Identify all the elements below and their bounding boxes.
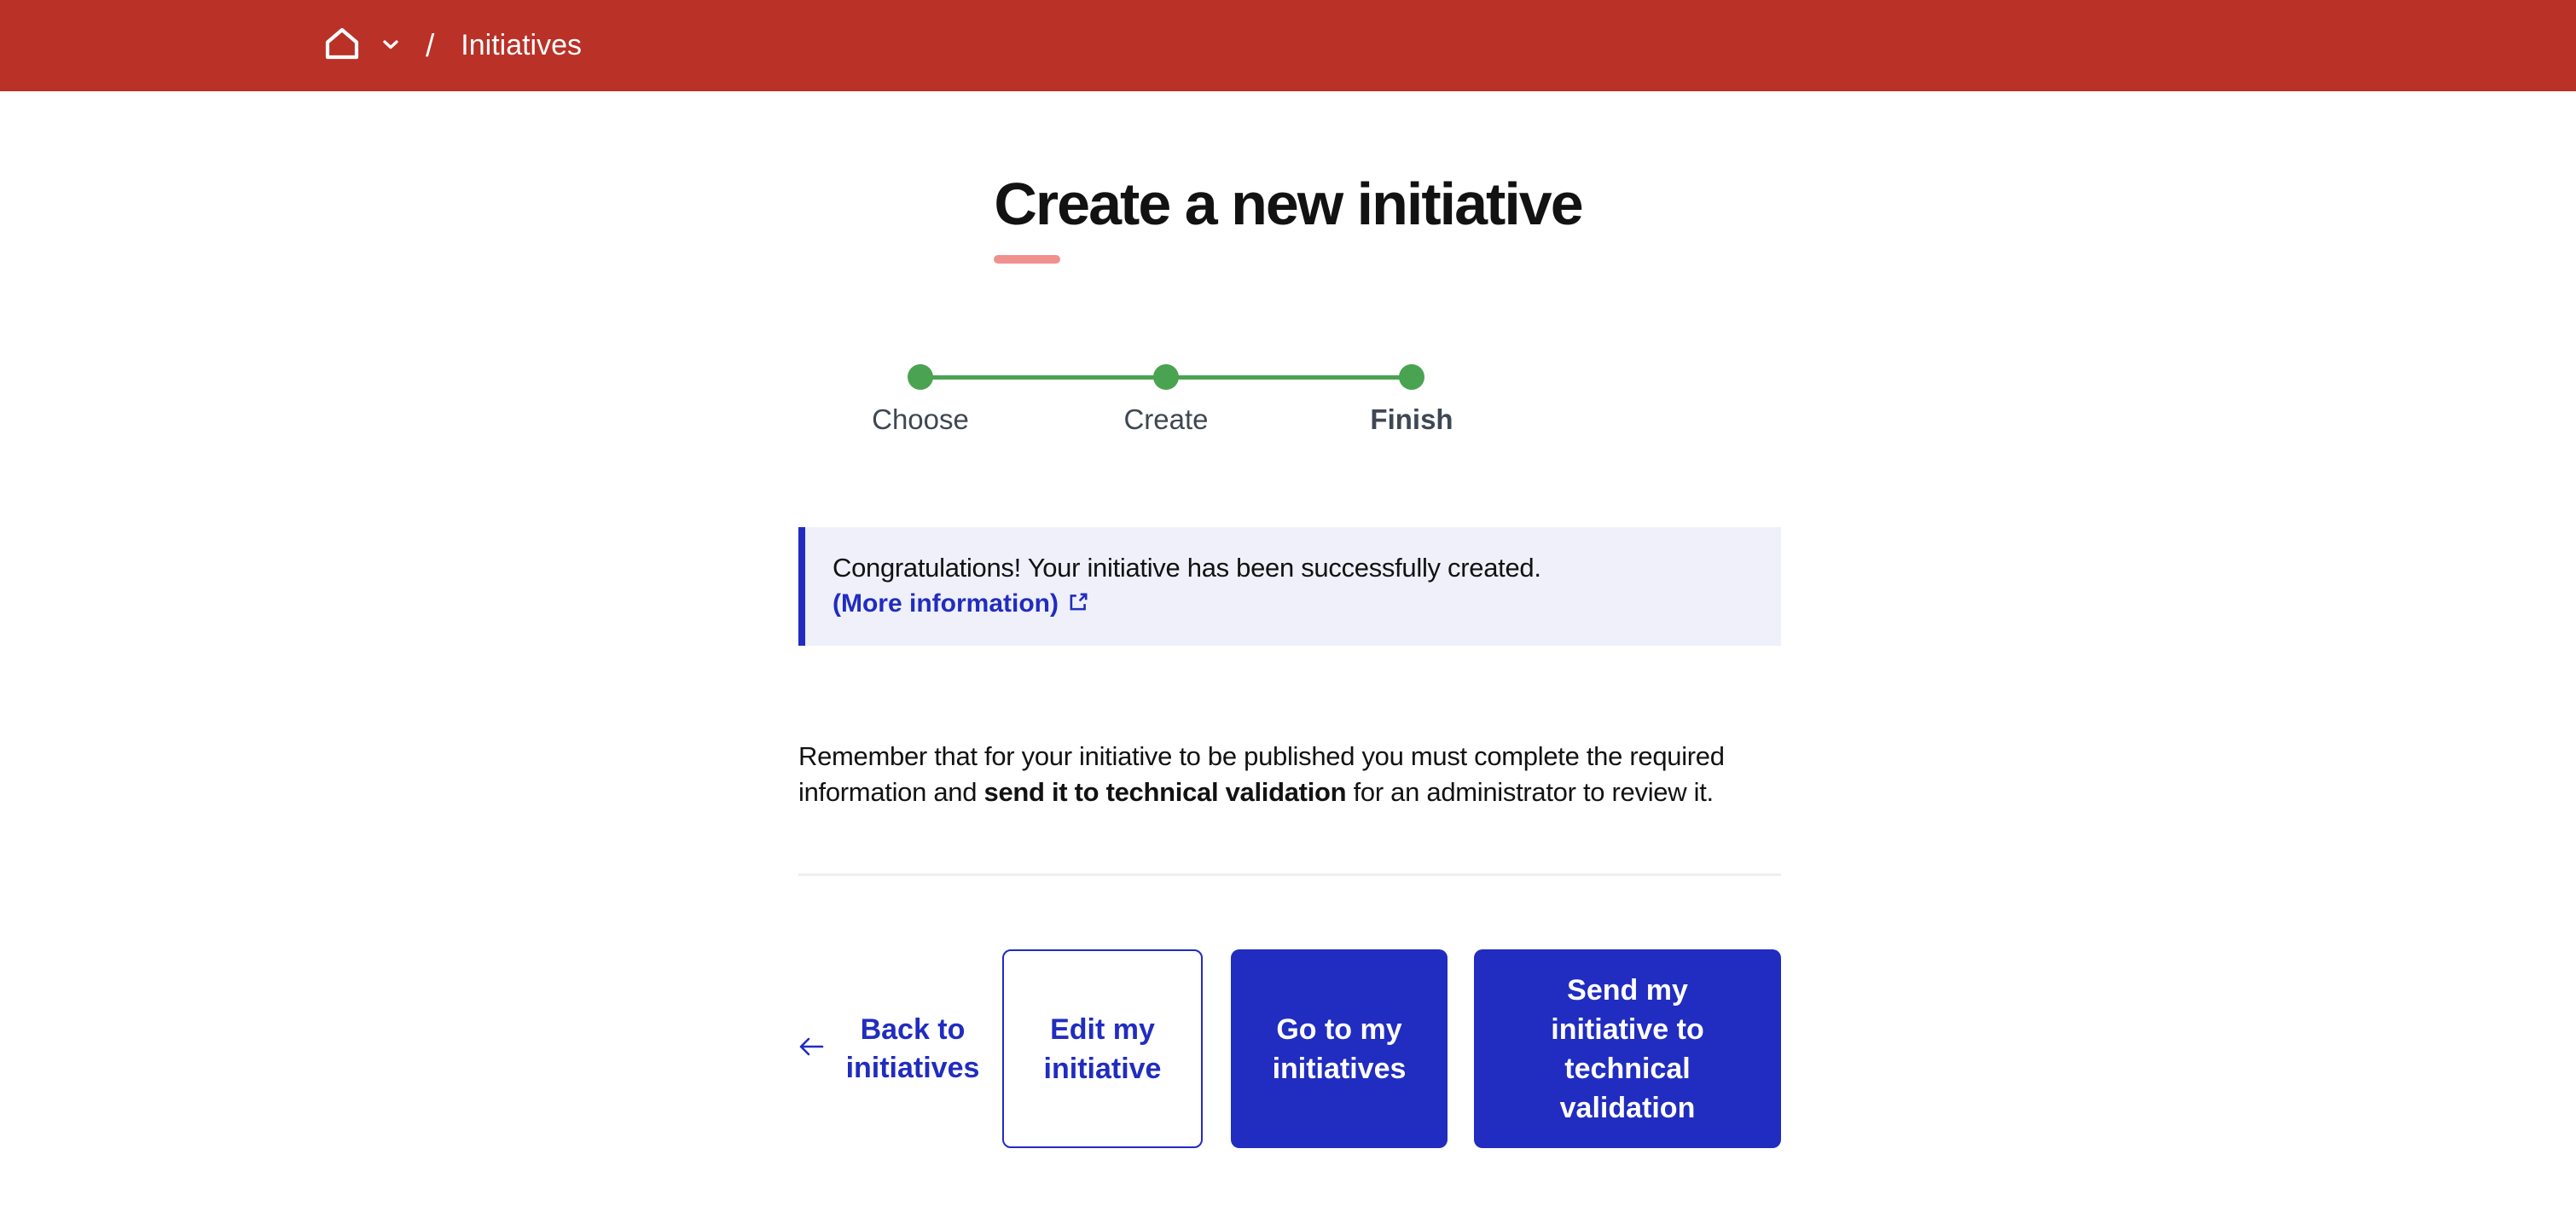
arrow-left-icon	[798, 1036, 824, 1061]
step-dot-finish	[1399, 364, 1424, 390]
title-accent-bar	[994, 254, 1061, 264]
step-label-create: Create	[1123, 403, 1209, 435]
note-line1: Remember that for your initiative to be …	[798, 741, 1725, 771]
note-bold-send-to-validation: send it to technical validation	[983, 777, 1347, 807]
success-alert: Congratulations! Your initiative has bee…	[798, 527, 1781, 646]
send-to-technical-validation-button[interactable]: Send my initiative to technical validati…	[1474, 949, 1781, 1148]
step-dot-create	[1153, 364, 1179, 390]
home-button[interactable]	[324, 27, 360, 64]
breadcrumb-item-initiatives[interactable]: Initiatives	[461, 29, 583, 61]
section-divider	[798, 873, 1781, 876]
page-title: Create a new initiative	[994, 171, 1583, 237]
home-icon	[324, 27, 360, 64]
breadcrumb-separator: /	[426, 27, 435, 63]
chevron-down-icon	[383, 38, 398, 54]
wizard-stepper: Choose Create Finish	[872, 364, 1453, 446]
back-to-initiatives-link[interactable]: Back to initiatives	[798, 949, 993, 1148]
top-navbar: / Initiatives	[0, 0, 2576, 91]
success-alert-message: Congratulations! Your initiative has bee…	[833, 553, 1541, 583]
back-to-initiatives-label: Back to initiatives	[845, 1012, 980, 1084]
step-label-choose: Choose	[872, 403, 969, 435]
step-label-finish: Finish	[1370, 403, 1453, 435]
step-dot-choose	[908, 364, 933, 390]
note-line2-before: information and	[798, 777, 984, 807]
go-to-my-initiatives-button[interactable]: Go to my initiatives	[1231, 949, 1448, 1148]
breadcrumb-dropdown-toggle[interactable]	[383, 38, 398, 54]
breadcrumb: / Initiatives	[324, 27, 582, 64]
publish-reminder-text: Remember that for your initiative to be …	[798, 739, 1725, 810]
page-title-section: Create a new initiative	[0, 169, 2576, 264]
edit-my-initiative-button[interactable]: Edit my initiative	[1002, 949, 1203, 1148]
more-information-link[interactable]: (More information)	[833, 589, 1059, 618]
external-link-icon	[1067, 591, 1089, 618]
note-line2-after: for an administrator to review it.	[1346, 777, 1714, 807]
